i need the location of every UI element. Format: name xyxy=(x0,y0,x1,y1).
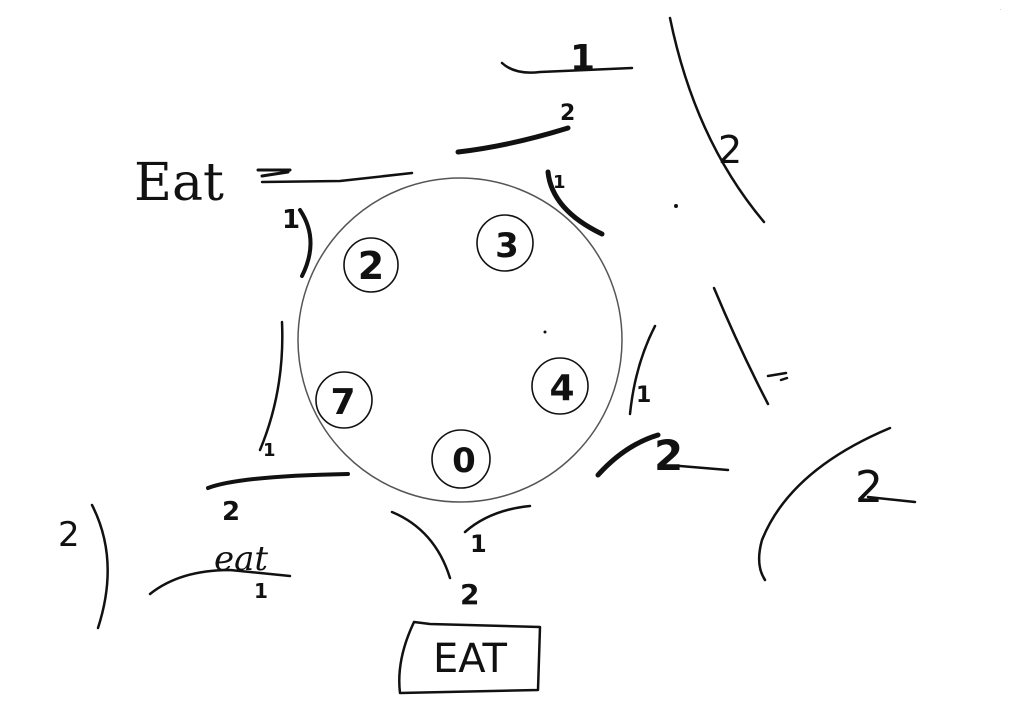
label-2-extra: 2 xyxy=(1000,9,1001,11)
label-1-top: 1 xyxy=(570,38,595,79)
arc-right-lower-tail xyxy=(678,464,730,472)
arc-top-right xyxy=(545,169,605,237)
label-1-eat-small: 1 xyxy=(254,579,268,603)
label-2-top: 2 xyxy=(560,101,575,126)
label-2-far-left: 2 xyxy=(58,515,80,555)
label-1-extra: 1 xyxy=(1000,9,1001,11)
stroke-right-bottom xyxy=(757,426,892,582)
node-7: 7 xyxy=(315,371,373,429)
svg-text:0: 0 xyxy=(452,441,476,481)
arc-left-mid xyxy=(258,320,284,452)
svg-text:4: 4 xyxy=(549,368,574,409)
stroke-top-1 xyxy=(500,61,634,74)
arc-bottom-right xyxy=(463,504,532,534)
node-4: 4 xyxy=(531,357,589,415)
arc-right-mid xyxy=(628,324,657,416)
label-1-left-top: 1 xyxy=(282,205,300,235)
center-dot xyxy=(543,330,547,334)
arc-lower-left xyxy=(206,472,350,490)
label-1-right-mid: 1 xyxy=(636,383,651,408)
label-1-arc-top-right: 1 xyxy=(553,172,566,193)
label-2-right-lower: 2 xyxy=(654,431,683,480)
node-0: 0 xyxy=(431,429,491,489)
stroke-right-mid xyxy=(712,286,770,406)
node-3: 3 xyxy=(476,214,534,272)
eat-box xyxy=(398,620,542,695)
label-2-right-bottom: 2 xyxy=(855,462,883,513)
node-2: 2 xyxy=(343,237,399,293)
arc-bottom-left xyxy=(390,510,452,580)
label-2-farright: 2 xyxy=(718,128,742,172)
svg-text:7: 7 xyxy=(330,382,355,423)
eat-top-line xyxy=(260,171,414,184)
stroke-right-small xyxy=(766,371,789,382)
label-1-bottom-right: 1 xyxy=(470,530,487,558)
eat-small-underline xyxy=(148,568,292,596)
label-1-left-mid: 1 xyxy=(263,440,276,461)
arc-left-top xyxy=(298,208,313,278)
svg-text:3: 3 xyxy=(495,226,519,266)
stroke-right-bottom-tail xyxy=(866,495,917,504)
dot-right xyxy=(674,204,678,208)
eat-top-scribble xyxy=(256,168,292,178)
bracket-left xyxy=(90,503,109,630)
eat-top-label: Eat xyxy=(134,153,224,213)
table-circle xyxy=(297,177,623,503)
eat-bottom-label: EAT xyxy=(433,636,508,682)
label-2-lower-left: 2 xyxy=(222,497,240,527)
svg-text:2: 2 xyxy=(358,244,384,288)
arc-right-lower xyxy=(595,432,661,478)
stroke-right-arc xyxy=(668,16,766,224)
stroke-top-2 xyxy=(455,125,571,155)
label-2-bottom-left: 2 xyxy=(460,578,479,611)
